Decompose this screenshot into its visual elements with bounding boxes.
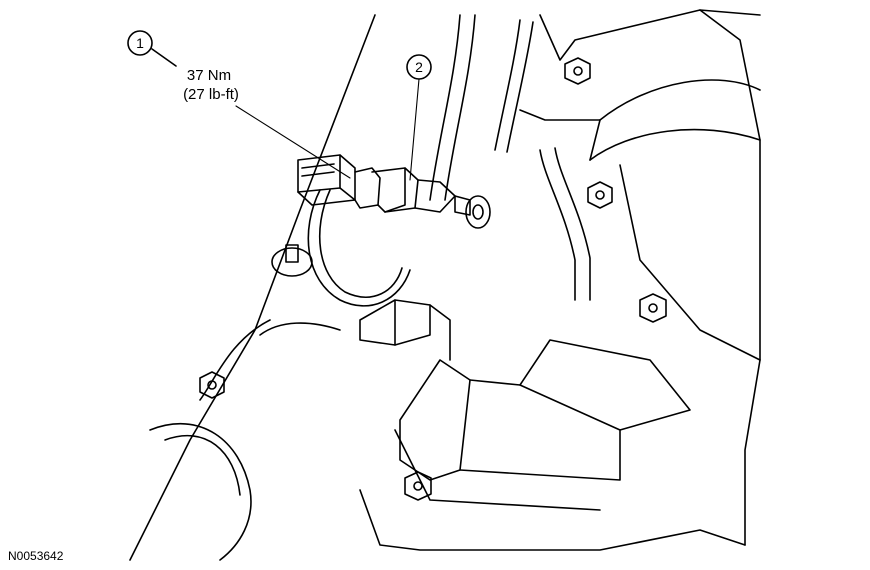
- callout-1-number: 1: [136, 35, 144, 51]
- callout-2-number: 2: [415, 59, 423, 75]
- pressure-sensor: [354, 167, 491, 229]
- engine-block-outline: [129, 9, 761, 561]
- callout-1-marker: [127, 30, 351, 179]
- bolt-bottom: [404, 471, 432, 501]
- bolt-right: [639, 293, 667, 323]
- mount-bracket: [359, 299, 691, 481]
- wire-harness: [199, 189, 411, 401]
- stud-left: [271, 244, 313, 277]
- bell-housing: [149, 422, 252, 561]
- coolant-tube: [429, 14, 591, 301]
- torque-nm-label: 37 Nm: [186, 67, 232, 84]
- figure-id: N0053642: [8, 549, 64, 563]
- bolt-left: [199, 371, 225, 399]
- bolt-mid: [587, 181, 613, 209]
- torque-lbft-label: (27 lb-ft): [183, 86, 239, 103]
- bolt-top: [564, 57, 591, 85]
- callout-2-marker: [406, 54, 432, 181]
